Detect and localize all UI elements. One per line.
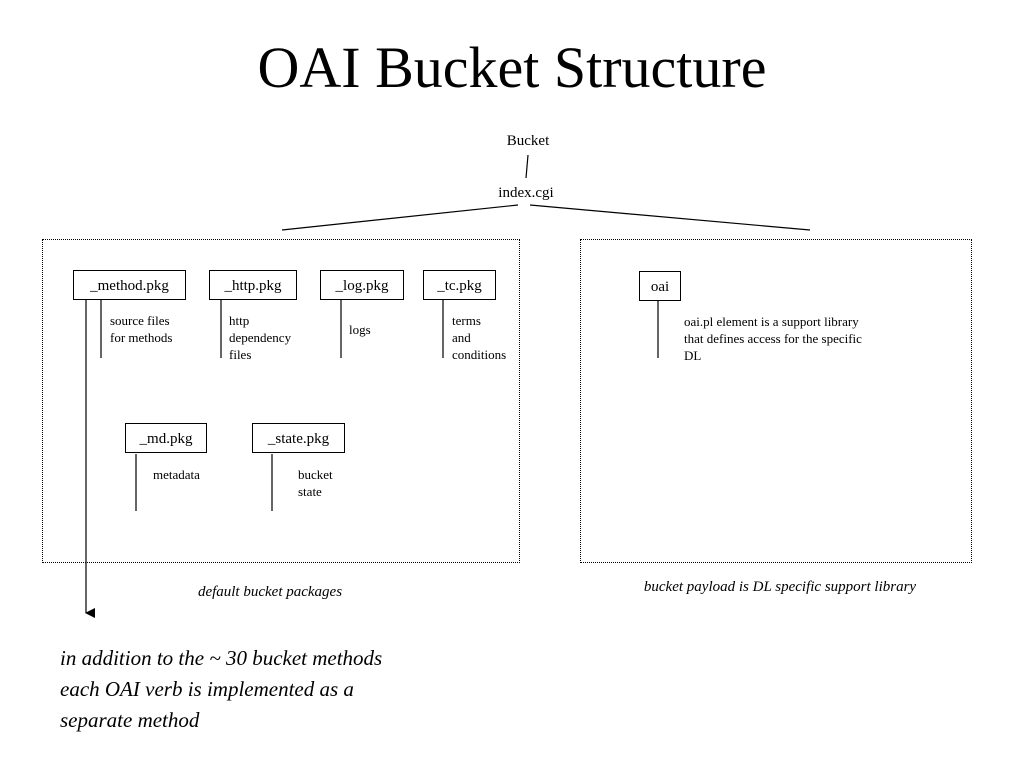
index-to-right-group-line bbox=[529, 204, 811, 231]
bucket-to-index-line bbox=[525, 154, 529, 179]
desc-line: metadata bbox=[153, 467, 200, 482]
desc-line: for methods bbox=[110, 330, 173, 345]
desc-line: files bbox=[229, 347, 252, 362]
desc-line: terms bbox=[452, 313, 481, 328]
md-pkg-desc: metadata bbox=[153, 466, 200, 483]
desc-line: dependency bbox=[229, 330, 292, 345]
tc-pkg-box: _tc.pkg bbox=[423, 270, 496, 300]
method-pkg-box: _method.pkg bbox=[73, 270, 186, 300]
desc-line: conditions bbox=[452, 347, 507, 362]
method-pkg-desc: source files for methods bbox=[110, 312, 172, 346]
state-pkg-desc: bucket state bbox=[298, 466, 333, 500]
desc-line: http bbox=[229, 313, 250, 328]
desc-line: state bbox=[298, 484, 322, 499]
note-line: separate method bbox=[60, 708, 200, 732]
index-to-left-group-line bbox=[281, 204, 519, 231]
default-packages-caption: default bucket packages bbox=[197, 584, 343, 600]
desc-line: bucket bbox=[298, 467, 333, 482]
payload-caption: bucket payload is DL specific support li… bbox=[643, 579, 917, 595]
payload-group bbox=[580, 239, 972, 563]
desc-line: source files bbox=[110, 313, 170, 328]
default-packages-group bbox=[42, 239, 520, 563]
slide-title: OAI Bucket Structure bbox=[257, 35, 767, 100]
log-pkg-desc: logs bbox=[349, 321, 371, 338]
desc-line: that defines access for the specific bbox=[684, 331, 862, 346]
http-pkg-desc: http dependency files bbox=[229, 312, 291, 363]
note-line: each OAI verb is implemented as a bbox=[60, 677, 354, 701]
tc-pkg-desc: terms and conditions bbox=[452, 312, 506, 363]
oai-pkg-desc: oai.pl element is a support library that… bbox=[684, 313, 862, 364]
http-pkg-box: _http.pkg bbox=[209, 270, 297, 300]
state-pkg-box: _state.pkg bbox=[252, 423, 345, 453]
index-cgi-node: index.cgi bbox=[498, 185, 554, 201]
desc-line: oai.pl element is a support library bbox=[684, 314, 859, 329]
desc-line: and bbox=[452, 330, 471, 345]
methods-note: in addition to the ~ 30 bucket methods e… bbox=[60, 643, 382, 736]
oai-pkg-box: oai bbox=[639, 271, 681, 301]
log-pkg-box: _log.pkg bbox=[320, 270, 404, 300]
md-pkg-box: _md.pkg bbox=[125, 423, 207, 453]
note-line: in addition to the ~ 30 bucket methods bbox=[60, 646, 383, 670]
desc-line: logs bbox=[349, 322, 371, 337]
desc-line: DL bbox=[684, 348, 702, 363]
bucket-node: Bucket bbox=[506, 133, 550, 149]
